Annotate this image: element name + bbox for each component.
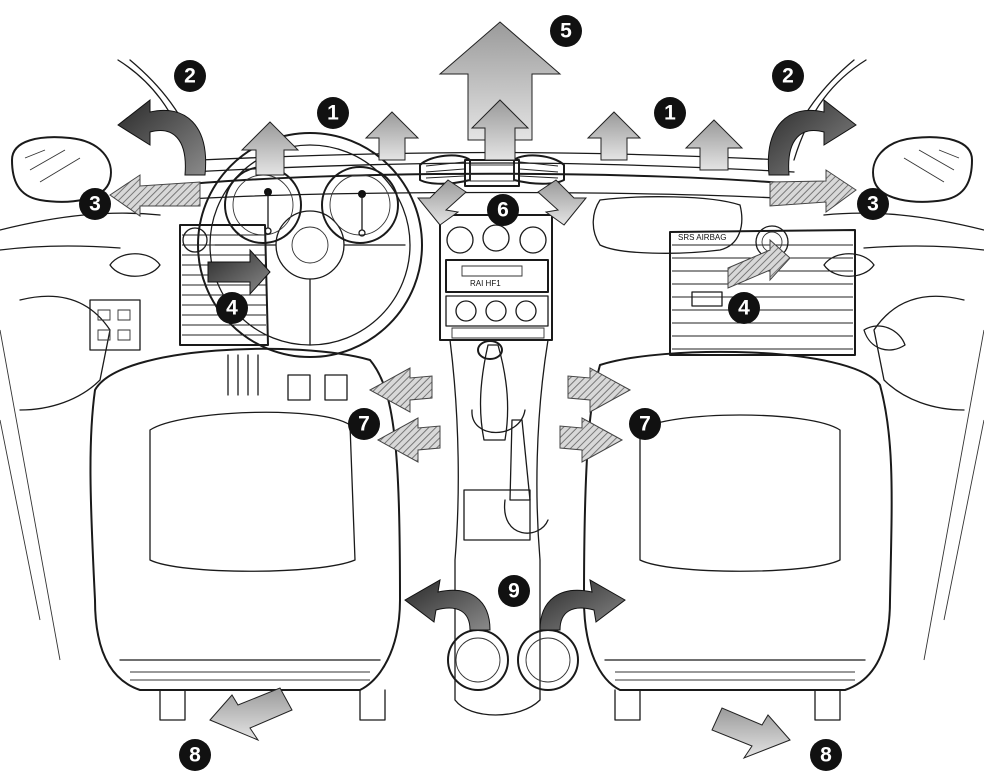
dashboard [169,154,815,254]
rear-footwell-arrow-left [209,687,293,742]
svg-text:3: 3 [867,193,879,216]
right-seat [583,350,893,721]
callout-1-right: 1 [654,97,686,129]
callout-1-left: 1 [317,97,349,129]
svg-text:2: 2 [782,65,794,88]
callout-8-right: 8 [810,739,842,771]
svg-text:8: 8 [189,744,201,767]
center-console: RAI HF1 [439,214,579,716]
windshield-arrow-center [470,99,530,161]
svg-text:5: 5 [560,20,572,43]
radio-display: RAI HF1 [470,279,501,288]
footwell-arrow-right-upper [567,367,632,413]
callout-9: 9 [498,575,530,607]
svg-text:8: 8 [820,744,832,767]
svg-text:6: 6 [497,199,509,222]
left-mirror [11,136,112,203]
pedals [227,354,348,401]
callout-8-left: 8 [179,739,211,771]
callout-2-right: 2 [772,60,804,92]
right-mirror [872,136,973,203]
side-vent-arrow-left [109,174,201,217]
svg-text:7: 7 [639,413,651,436]
svg-text:7: 7 [358,413,370,436]
callout-3-right: 3 [857,188,889,220]
callout-6: 6 [487,194,519,226]
side-vent-arrow-right [769,169,857,213]
svg-text:1: 1 [664,102,676,125]
callout-3-left: 3 [79,188,111,220]
svg-text:2: 2 [184,65,196,88]
center-vent-arrow-right [537,179,588,226]
callout-4-left: 4 [216,292,248,324]
svg-text:1: 1 [327,102,339,125]
footwell-arrow-left-upper [368,367,433,413]
windshield-arrow-right-inner [586,111,642,161]
svg-text:4: 4 [738,297,750,320]
right-side-vent-grille: SRS AIRBAG [669,225,856,356]
rear-vent-arrow-right [539,579,626,631]
instrument-cluster [224,166,399,244]
side-window-arrow-left [117,98,207,176]
rear-vent-arrow-left [404,579,491,631]
left-seat [89,347,401,721]
svg-text:9: 9 [508,580,520,603]
callout-7-right: 7 [629,408,661,440]
footwell-arrow-left-lower [376,417,441,463]
callout-5: 5 [550,15,582,47]
dash-vent-arrow-right [727,238,791,289]
footwell-arrow-right-lower [559,417,624,463]
callout-4-right: 4 [728,292,760,324]
left-door [0,212,161,661]
rear-footwell-arrow-right [711,707,791,760]
right-door [823,212,984,661]
svg-text:3: 3 [89,193,101,216]
center-vent-arrow-left [416,179,467,226]
airbag-label: SRS AIRBAG [678,233,726,242]
dash-vent-arrow-left [207,248,271,296]
side-window-arrow-right [767,98,857,176]
callout-7-left: 7 [348,408,380,440]
callout-2-left: 2 [174,60,206,92]
svg-text:4: 4 [226,297,238,320]
windshield-arrow-right-outer [684,119,744,171]
windshield-arrow-left-inner [364,111,420,161]
windshield-arrow-left-outer [240,121,300,176]
